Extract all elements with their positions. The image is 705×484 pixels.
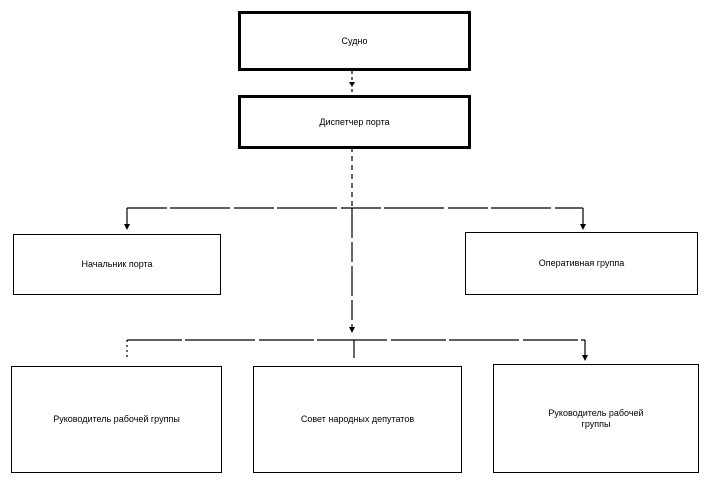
node-port-dispatcher-label: Диспетчер порта: [319, 116, 390, 127]
node-work-group-leader-2: Руководитель рабочей группы: [493, 364, 699, 473]
node-vessel-label: Судно: [341, 35, 368, 46]
node-council-of-deputies: Совет народных депутатов: [253, 366, 462, 473]
node-council-of-deputies-label: Совет народных депутатов: [300, 414, 415, 424]
arrowhead-lower-trunk: [349, 327, 355, 333]
node-port-dispatcher: Диспетчер порта: [238, 95, 471, 149]
node-work-group-leader-2-label: Руководитель рабочей группы: [548, 407, 644, 429]
node-work-group-leader-1-label: Руководитель рабочей группы: [53, 414, 180, 424]
node-operational-group-label: Оперативная группа: [538, 258, 625, 268]
node-port-chief-label: Начальник порта: [81, 259, 153, 269]
node-work-group-leader-1: Руководитель рабочей группы: [11, 366, 222, 473]
node-vessel: Судно: [238, 11, 471, 71]
arrowhead-vessel-dispatcher: [349, 82, 355, 87]
arrowhead-port-chief: [124, 224, 130, 230]
node-operational-group: Оперативная группа: [465, 232, 698, 295]
arrowhead-leader-2: [582, 355, 588, 361]
node-port-chief: Начальник порта: [13, 234, 221, 295]
arrowhead-operational-group: [580, 224, 586, 230]
